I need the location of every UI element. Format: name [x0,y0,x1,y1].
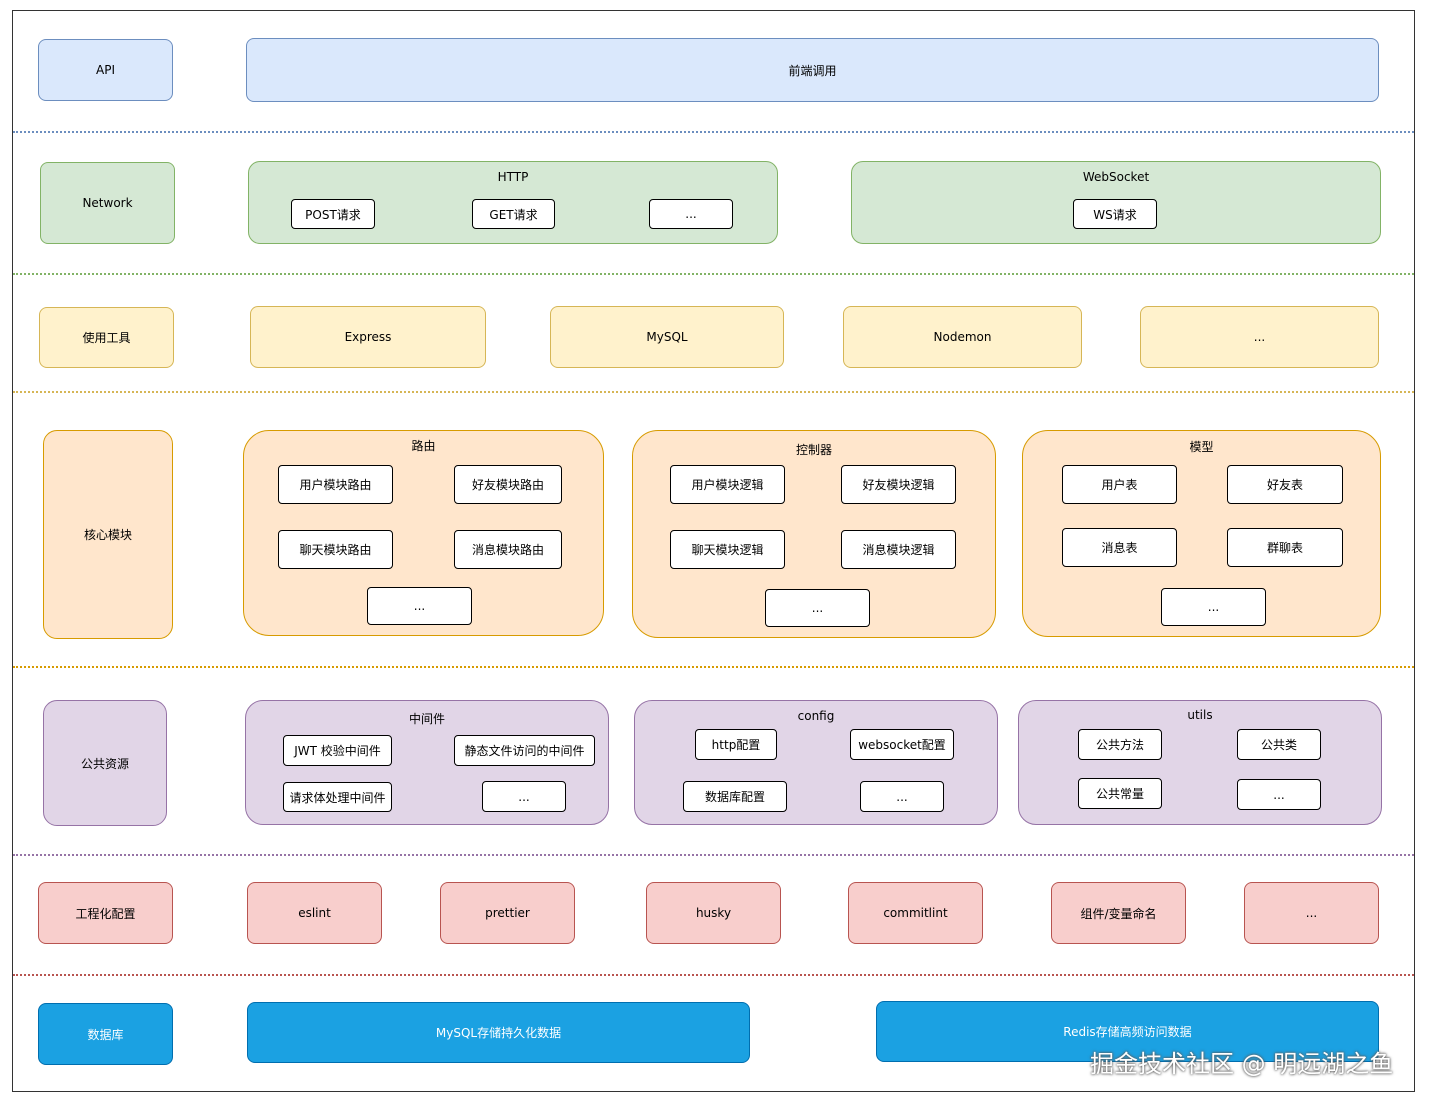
route-message: 消息模块路由 [454,530,562,569]
api-label: API [38,39,173,101]
middleware-more: ... [482,781,566,812]
routes-title: 路由 [411,439,436,453]
config-websocket: websocket配置 [850,729,954,760]
middleware-body: 请求体处理中间件 [283,782,392,812]
diagram-frame [12,10,1415,1092]
utils-methods: 公共方法 [1078,729,1162,760]
ws-request-item: WS请求 [1073,199,1157,229]
separator-engineering [13,974,1414,976]
core-label: 核心模块 [43,430,173,639]
route-friend: 好友模块路由 [454,465,562,504]
network-label: Network [40,162,175,244]
watermark-text: 掘金技术社区 @ 明远湖之鱼 [1090,1050,1394,1078]
model-user-table: 用户表 [1062,465,1177,504]
config-title: config [797,709,835,723]
routes-group: 路由 用户模块路由 好友模块路由 聊天模块路由 消息模块路由 ... [243,430,604,636]
controllers-title: 控制器 [795,443,832,457]
models-group: 模型 用户表 好友表 消息表 群聊表 ... [1022,430,1381,637]
db-redis: Redis存储高频访问数据 [876,1001,1379,1062]
http-more-item: ... [649,199,733,229]
config-group: config http配置 websocket配置 数据库配置 ... [634,700,998,825]
middleware-jwt: JWT 校验中间件 [283,735,392,766]
tool-mysql: MySQL [550,306,784,368]
websocket-title: WebSocket [1082,170,1150,184]
eng-husky: husky [646,882,781,944]
models-title: 模型 [1189,440,1214,454]
controller-more: ... [765,589,870,627]
tool-nodemon: Nodemon [843,306,1082,368]
middleware-group: 中间件 JWT 校验中间件 静态文件访问的中间件 请求体处理中间件 ... [245,700,609,825]
eng-eslint: eslint [247,882,382,944]
controller-chat: 聊天模块逻辑 [670,530,785,569]
utils-title: utils [1187,708,1213,722]
tool-express: Express [250,306,486,368]
tools-label: 使用工具 [39,307,174,368]
separator-tools [13,391,1414,393]
http-get-item: GET请求 [472,199,555,229]
controller-message: 消息模块逻辑 [841,530,956,569]
utils-more: ... [1237,779,1321,810]
database-label: 数据库 [38,1003,173,1065]
tool-more: ... [1140,306,1379,368]
model-group-chat-table: 群聊表 [1227,528,1343,567]
http-post-item: POST请求 [291,199,375,229]
utils-classes: 公共类 [1237,729,1321,760]
config-http: http配置 [695,729,777,760]
model-message-table: 消息表 [1062,528,1177,567]
engineering-label: 工程化配置 [38,882,173,944]
model-more: ... [1161,588,1266,626]
db-mysql: MySQL存储持久化数据 [247,1002,750,1063]
eng-more: ... [1244,882,1379,944]
config-database: 数据库配置 [683,781,787,812]
websocket-group: WebSocket WS请求 [851,161,1381,244]
eng-commitlint: commitlint [848,882,983,944]
separator-network [13,273,1414,275]
separator-core [13,666,1414,668]
http-title: HTTP [497,170,529,184]
frontend-call-box: 前端调用 [246,38,1379,102]
controller-user: 用户模块逻辑 [670,465,785,504]
utils-group: utils 公共方法 公共类 公共常量 ... [1018,700,1382,825]
eng-naming: 组件/变量命名 [1051,882,1186,944]
http-group: HTTP POST请求 GET请求 ... [248,161,778,244]
route-more: ... [367,587,472,625]
separator-shared [13,854,1414,856]
config-more: ... [860,781,944,812]
middleware-static: 静态文件访问的中间件 [454,735,595,766]
controller-friend: 好友模块逻辑 [841,465,956,504]
separator-api [13,131,1414,133]
model-friend-table: 好友表 [1227,465,1343,504]
shared-label: 公共资源 [43,700,167,826]
route-user: 用户模块路由 [278,465,393,504]
eng-prettier: prettier [440,882,575,944]
middleware-title: 中间件 [408,712,445,726]
route-chat: 聊天模块路由 [278,530,393,569]
controllers-group: 控制器 用户模块逻辑 好友模块逻辑 聊天模块逻辑 消息模块逻辑 ... [632,430,996,638]
utils-constants: 公共常量 [1078,778,1162,809]
